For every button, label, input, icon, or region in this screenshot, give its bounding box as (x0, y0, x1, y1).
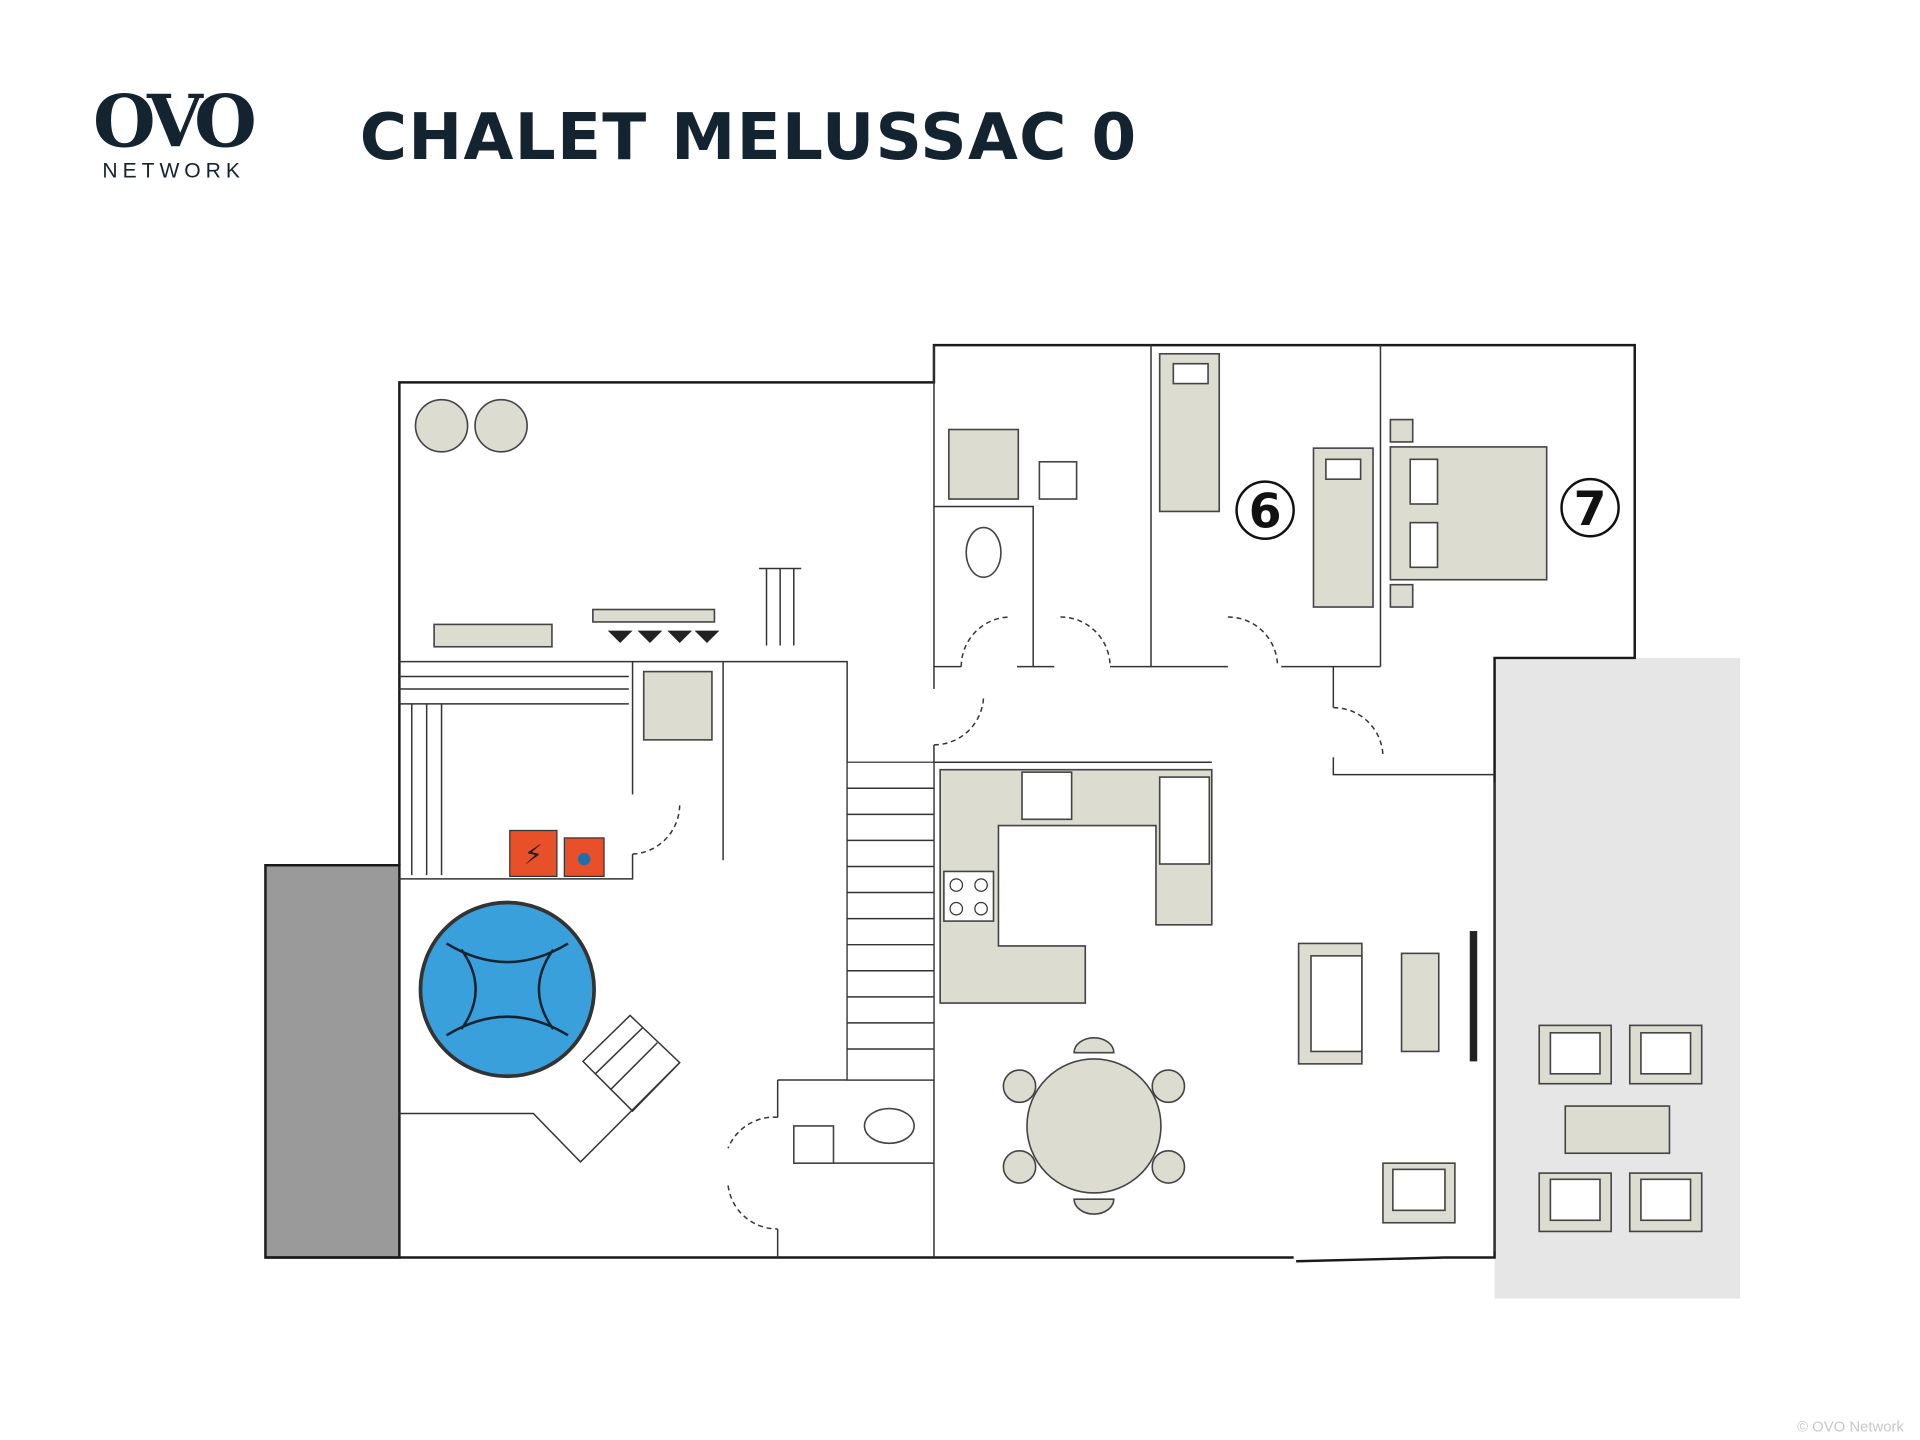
ski-holder-icon (759, 567, 802, 646)
copyright-text: © OVO Network (1797, 1419, 1904, 1435)
sofa-seat (1310, 955, 1363, 1053)
armchair-seat (1392, 1168, 1446, 1212)
interior-walls (399, 345, 1496, 1258)
nightstand-icon (1389, 418, 1414, 443)
sink-icon (792, 1125, 835, 1164)
nightstand-icon (1389, 583, 1414, 608)
tv-icon (1469, 931, 1478, 1062)
room-number-6: 6 (1235, 480, 1295, 540)
electric-panel-icon (509, 829, 558, 878)
room-number-label: 7 (1574, 482, 1607, 537)
boot-dryer-icon (433, 623, 553, 648)
oven-icon (1021, 771, 1073, 821)
shower-icon (948, 428, 1020, 500)
pillow-icon (1409, 458, 1439, 505)
water-drop-icon (577, 852, 591, 866)
dining-table-icon (1002, 1037, 1186, 1215)
pillow-icon (1409, 521, 1439, 569)
terrace-furniture (1538, 1024, 1703, 1233)
terrace-dark (264, 864, 401, 1259)
hot-tub-icon (418, 900, 681, 1113)
toilet-icon (863, 1107, 915, 1145)
sink-icon (1038, 460, 1078, 500)
lightning-icon: ⚡ (524, 840, 543, 871)
stairs-icon (846, 761, 935, 1081)
sliding-door (1296, 1256, 1445, 1263)
page-title: CHALET MELUSSAC 0 (360, 100, 1138, 175)
terrace-light (1494, 657, 1741, 1299)
logo-mark: OVO (93, 78, 254, 163)
glove-dryer-icon (607, 630, 720, 644)
stove-icon (943, 870, 995, 922)
toilet-icon (965, 526, 1002, 579)
pillow-icon (1325, 458, 1362, 480)
ovo-logo: OVO NETWORK (93, 78, 261, 183)
room-number-label: 6 (1249, 485, 1282, 540)
kitchen-sink-icon (1158, 776, 1211, 865)
ski-rack-icon (592, 608, 716, 623)
sink-icon (642, 670, 713, 741)
logo-subtext: NETWORK (102, 160, 244, 183)
tank-icon (474, 398, 528, 453)
coffee-table-icon (1400, 952, 1440, 1053)
pillow-icon (1172, 362, 1209, 385)
doors (632, 616, 1384, 1230)
sauna-bench-icon (399, 675, 629, 876)
room-number-7: 7 (1560, 477, 1620, 538)
water-heater-icon (414, 398, 469, 453)
